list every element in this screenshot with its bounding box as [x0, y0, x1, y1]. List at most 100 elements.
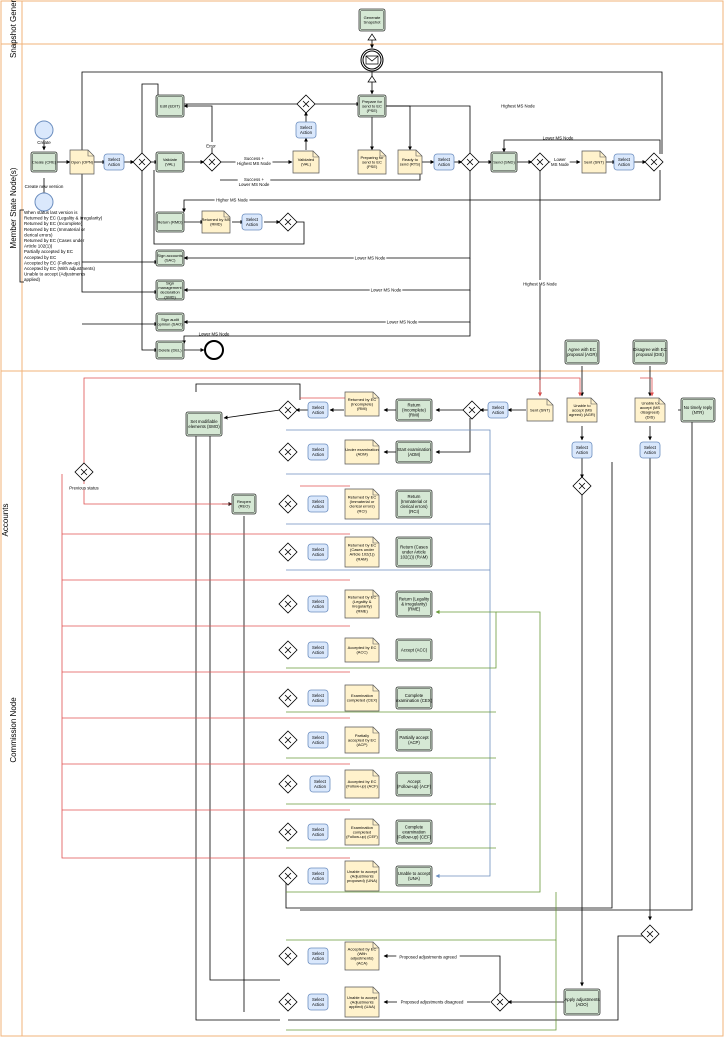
state-rme_s[interactable]: Returned by EC(Legality &irregularity)(R… [344, 589, 380, 619]
task-ntr[interactable]: No timely reply(NTR) [680, 397, 716, 423]
start-event-new-version[interactable] [34, 192, 54, 212]
state-label-snt2: Sent (SNT) [530, 407, 551, 412]
pool-label-accounts: Accounts [1, 504, 10, 537]
svg-text:Proposed adjustments disagreed: Proposed adjustments disagreed [401, 1000, 464, 1005]
edge-label-prop-agreed: Proposed adjustments agreed [396, 953, 460, 960]
task-label-sac: Sign accounts(SAC) [157, 253, 182, 263]
edge-label-success-highest: Success +Highest MS Node [235, 154, 273, 166]
lane-label-member-state: Member State Node(s) [9, 167, 18, 248]
task-label-rmi: Return(Incomplete)(RMI) [402, 403, 426, 418]
edge-label-success-lower: Success +Lower MS Node [237, 175, 271, 187]
lane-label-commission: Commission Node [9, 697, 18, 763]
task-val[interactable]: Validate(VAL) [155, 151, 185, 173]
new-version-event-label: Create new version [25, 184, 64, 189]
edge-label-lower-ms: Lower MS Node [541, 134, 575, 141]
task-edi[interactable]: Edit (EDIT) [155, 94, 185, 118]
task-rme[interactable]: Return (Legality& irregularity)(RME) [395, 590, 433, 618]
edge-label-lower-ms: Lower MS Node [353, 254, 387, 261]
edge-label-highest-ms: Highest MS Node [499, 102, 537, 109]
task-snd[interactable]: Send (SND) [490, 151, 518, 173]
task-cre[interactable]: Create (CRE) [30, 151, 58, 173]
task-label-acp: Partially accept(ACP) [399, 735, 429, 745]
state-acc_s[interactable]: Accepted by EC(ACC) [344, 637, 380, 663]
state-snt[interactable]: Sent (SNT) [581, 150, 607, 174]
task-del[interactable]: Delete (DEL) [155, 340, 185, 360]
state-adm_s[interactable]: Under examination(ADM) [344, 439, 380, 465]
exclusive-gateway [490, 992, 510, 1012]
task-acp[interactable]: Partially accept(ACP) [395, 728, 433, 752]
task-acf[interactable]: Accept(Follow-up) (ACF) [395, 771, 433, 797]
task-reo[interactable]: Reopen(REO) [231, 493, 257, 515]
task-adm[interactable]: Start examination(ADM) [395, 440, 433, 464]
task-rmd[interactable]: Return (RMD) [155, 211, 185, 233]
start-event-create[interactable] [34, 120, 54, 140]
state-opn[interactable]: Open (OPN) [69, 149, 95, 175]
state-rmd_s[interactable]: Returned by MS(RMD) [202, 210, 231, 234]
svg-text:Lower MS Node: Lower MS Node [199, 332, 230, 337]
task-ado[interactable]: Apply adjustments(ADO) [563, 988, 601, 1016]
state-vld[interactable]: Validated(VAL) [292, 150, 320, 174]
task-rmi[interactable]: Return(Incomplete)(RMI) [395, 398, 433, 422]
state-rmi_s[interactable]: Returned by EC(Incomplete)(RMI) [344, 391, 380, 417]
state-acf_s[interactable]: Accepted by EC(Follow-up) (ACF) [344, 769, 380, 799]
task-acc[interactable]: Accept (ACC) [395, 638, 433, 662]
task-una[interactable]: Unable to accept(UNA) [395, 865, 433, 887]
task-sac[interactable]: Sign accounts(SAC) [155, 249, 185, 267]
state-snt2[interactable]: Sent (SNT) [526, 398, 554, 422]
edge-label-prop-disagreed: Proposed adjustments disagreed [397, 998, 467, 1005]
